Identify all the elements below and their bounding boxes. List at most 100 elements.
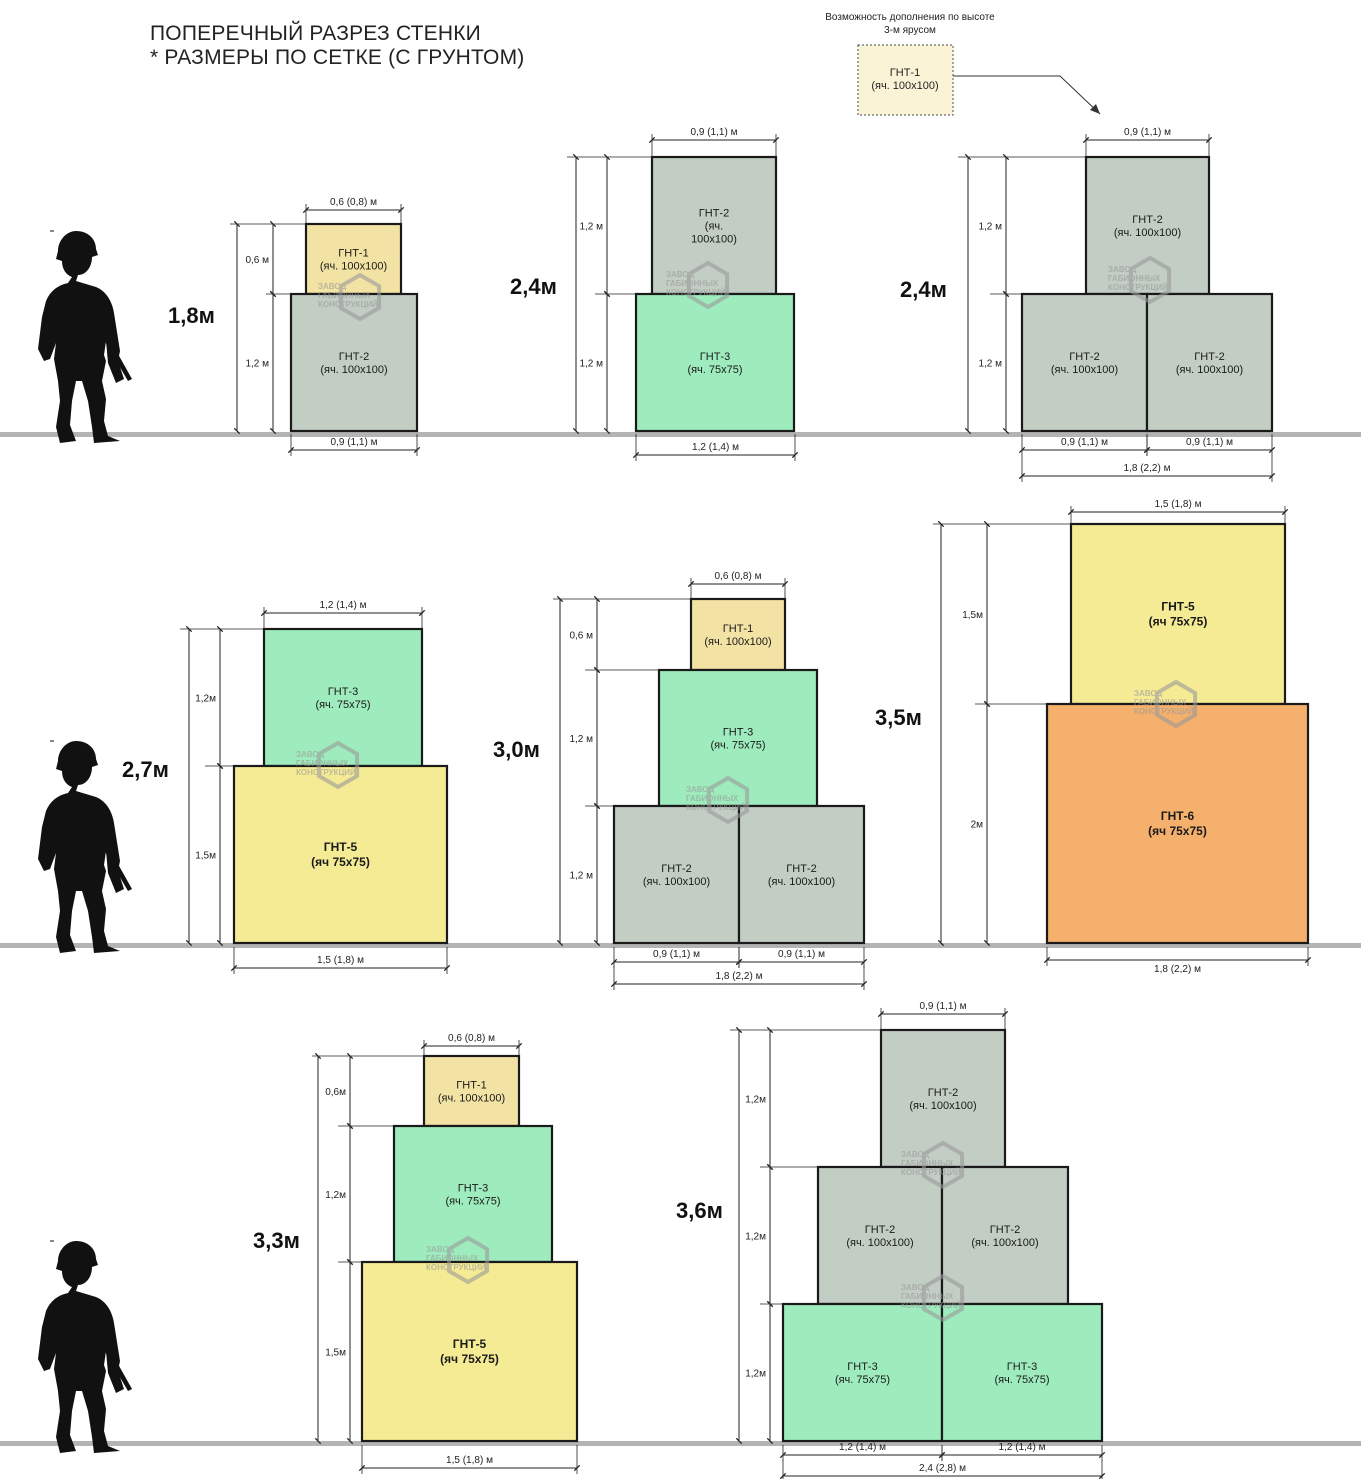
gabion-block-mesh: (яч. 100х100) xyxy=(320,364,387,376)
gabion-block-label: ГНТ-5 xyxy=(324,840,358,854)
gabion-block-mesh: (яч. 100х100) xyxy=(1176,364,1243,376)
dimension-vertical: 1,2м xyxy=(325,1122,354,1266)
dimension-label: 1,2м xyxy=(745,1095,766,1106)
dimension-label: 1,8 (2,2) м xyxy=(1154,964,1201,975)
dimension-label: 0,9 (1,1) м xyxy=(1124,127,1171,138)
gabion-block-mesh: (яч. 100х100) xyxy=(909,1100,976,1112)
gabion-block-rect xyxy=(1084,155,1211,296)
dimension-label: 2,4 (2,8) м xyxy=(919,1463,966,1474)
dimension-label: 1,5 (1,8) м xyxy=(1155,499,1202,510)
gabion-block-mesh: (яч. 100х100) xyxy=(846,1237,913,1249)
watermark-text: ГАБИОННЫХ xyxy=(901,1292,954,1301)
gabion-block-rect xyxy=(262,627,424,768)
wall-height-label: 1,8м xyxy=(168,303,215,328)
watermark-text: ГАБИОННЫХ xyxy=(318,291,371,300)
rifle-icon xyxy=(100,839,132,891)
watermark-text: ЗАВОД xyxy=(666,270,694,279)
gabion-block-label: ГНТ-3 xyxy=(1007,1361,1037,1373)
gabion-block-label: ГНТ-3 xyxy=(723,727,753,739)
dimension-label: 1,8 (2,2) м xyxy=(1124,463,1171,474)
dimension-horizontal: 1,8 (2,2) м xyxy=(610,966,868,990)
gabion-block-rect xyxy=(360,1260,579,1443)
dimension-label: 0,9 (1,1) м xyxy=(1186,437,1233,448)
gabion-block-mesh: (яч. 100х100) xyxy=(438,1093,505,1105)
soldier-body xyxy=(38,231,124,443)
dimension-vertical: 1,2м xyxy=(195,625,224,770)
dimension-vertical: 1,2 м xyxy=(569,802,601,947)
gabion-block: ГНТ-2(яч. 100х100) xyxy=(612,804,741,945)
watermark-hexagon xyxy=(316,740,360,790)
gabion-block-mesh: (яч 75х75) xyxy=(1148,824,1207,838)
dimension-vertical: 1,2м xyxy=(745,1026,774,1171)
wall-height-label: 2,4м xyxy=(900,277,947,302)
wall-height-label: 3,0м xyxy=(493,737,540,762)
gabion-block-rect xyxy=(737,804,866,945)
watermark-text: ЗАВОД xyxy=(1134,689,1162,698)
dimension-label: 0,6 м xyxy=(245,255,269,266)
dimension-horizontal: 0,9 (1,1) м xyxy=(648,127,780,157)
dimension-horizontal: 0,9 (1,1) м xyxy=(1018,434,1151,456)
gabion-block: ГНТ-2(яч. 100х100) xyxy=(816,1165,944,1306)
dimension-horizontal: 0,6 (0,8) м xyxy=(687,571,789,599)
gabion-block-rect xyxy=(940,1165,1070,1306)
dimension-horizontal: 1,5 (1,8) м xyxy=(358,1445,581,1474)
watermark-text: ГАБИОННЫХ xyxy=(426,1254,479,1263)
gabion-block: ГНТ-2(яч. 100х100) xyxy=(737,804,866,945)
gabion-block-label: ГНТ-2 xyxy=(1194,351,1224,363)
watermark-hexagon xyxy=(338,272,382,322)
soldier-silhouette-icon xyxy=(38,740,132,953)
dimension-horizontal: 1,2 (1,4) м xyxy=(632,434,799,461)
dimension-vertical: 1,2 м xyxy=(978,153,1010,298)
gabion-block-label: ГНТ-3 xyxy=(700,351,730,363)
watermark-text: ГАБИОННЫХ xyxy=(1134,698,1187,707)
dimension-horizontal: 0,9 (1,1) м xyxy=(877,1001,1009,1030)
dimension-label: 1,2 м xyxy=(569,871,593,882)
watermark-hexagon xyxy=(1128,255,1172,305)
watermark-text: ГАБИОННЫХ xyxy=(1108,274,1161,283)
gabion-block-rect xyxy=(1045,702,1310,945)
gabion-block-label: ГНТ-2 xyxy=(928,1087,958,1099)
ground-line xyxy=(0,943,1361,948)
dimension-label: 1,2 м xyxy=(245,359,269,370)
gabion-block-mesh: (яч 75х75) xyxy=(311,855,370,869)
watermark-text: ЗАВОД xyxy=(901,1150,929,1159)
soldier-body xyxy=(38,1241,124,1453)
gabion-block-rect xyxy=(612,804,741,945)
dimension-label: 1,8 (2,2) м xyxy=(716,971,763,982)
dimension-vertical: 0,6 м xyxy=(245,220,277,298)
gabion-block: ГНТ-1(яч. 100х100) xyxy=(422,1054,521,1128)
dimension-label: 1,5м xyxy=(195,851,216,862)
gabion-block-label: ГНТ-1 xyxy=(338,248,368,260)
dimension-label: 0,6 м xyxy=(569,631,593,642)
page-title: ПОПЕРЕЧНЫЙ РАЗРЕЗ СТЕНКИ * РАЗМЕРЫ ПО СЕ… xyxy=(150,22,524,70)
watermark-text: ГАБИОННЫХ xyxy=(666,279,719,288)
dimension-horizontal: 0,6 (0,8) м xyxy=(420,1033,523,1056)
watermark-text: КОНСТРУКЦИЙ xyxy=(666,288,726,297)
dimension-horizontal: 0,9 (1,1) м xyxy=(1143,434,1276,456)
gabion-block-mesh: (яч. 100х100) xyxy=(1051,364,1118,376)
dimension-horizontal: 1,5 (1,8) м xyxy=(1067,499,1289,524)
watermark-text: ГАБИОННЫХ xyxy=(296,759,349,768)
gabion-block-mesh: (яч. 100х100) xyxy=(320,261,387,273)
gabion-block: ГНТ-2(яч. 100х100) xyxy=(879,1028,1007,1169)
dimension-label: 1,2 (1,4) м xyxy=(839,1442,886,1453)
dimension-horizontal: 0,6 (0,8) м xyxy=(302,197,405,224)
dimension-label: 1,2м xyxy=(745,1232,766,1243)
gabion-block-rect xyxy=(634,292,796,433)
gabion-block-mesh: (яч. 100х100) xyxy=(704,636,771,648)
dimension-label: 1,2 (1,4) м xyxy=(999,1442,1046,1453)
gabion-block: ГНТ-1(яч. 100х100) xyxy=(304,222,403,296)
gabion-block-label: ГНТ-6 xyxy=(1161,809,1195,823)
gabion-block-rect xyxy=(304,222,403,296)
dimension-label: 0,9 (1,1) м xyxy=(1061,437,1108,448)
gabion-block: ГНТ-3(яч. 75х75) xyxy=(781,1302,944,1443)
dimension-vertical: 2м xyxy=(971,700,991,947)
dimension-vertical: 1,5м xyxy=(962,520,991,708)
gabion-block-label: ГНТ-5 xyxy=(453,1337,487,1351)
dimension-label: 0,9 (1,1) м xyxy=(691,127,738,138)
watermark-text: ЗАВОД xyxy=(426,1245,454,1254)
watermark-text: КОНСТРУКЦИЙ xyxy=(686,803,746,812)
arrow-head-icon xyxy=(1090,104,1100,114)
